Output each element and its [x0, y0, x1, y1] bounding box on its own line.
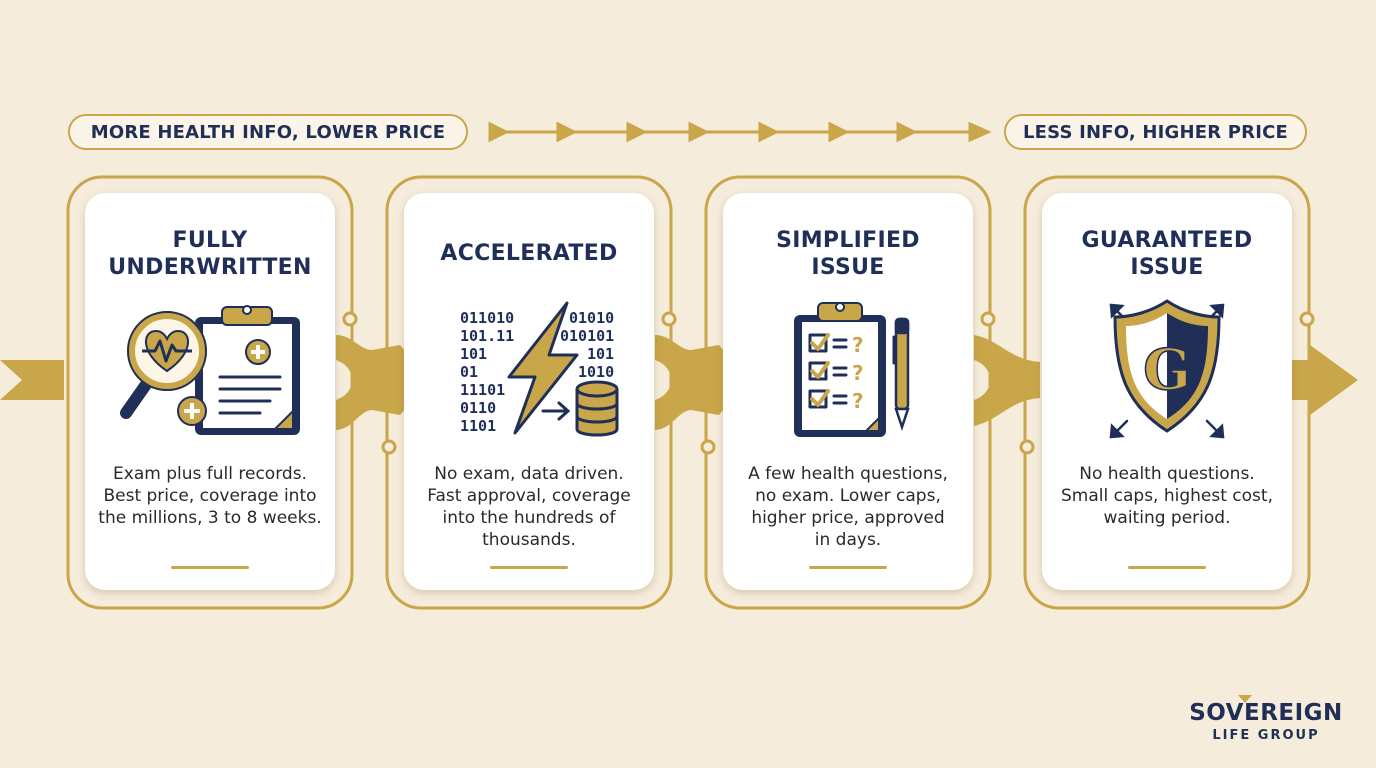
- shield-g-icon: G: [1109, 299, 1225, 439]
- description-line: waiting period.: [1103, 508, 1231, 528]
- magnifier-clipboard-heart-icon: [120, 305, 300, 435]
- binary-right-line: 101: [587, 345, 614, 363]
- binary-left-line: 1101: [460, 417, 496, 435]
- checklist-clipboard-pen-icon: ? ? ?: [794, 302, 910, 437]
- pen: [892, 317, 910, 431]
- expand-arrows: [1109, 303, 1225, 439]
- description-line: into the hundreds of: [442, 508, 616, 528]
- binary-right-line: 010101: [560, 327, 614, 345]
- binary-left-line: 11101: [460, 381, 505, 399]
- less-info-higher-price-label: LESS INFO, HIGHER PRICE: [1004, 114, 1307, 150]
- card-title-line: ACCELERATED: [440, 241, 618, 266]
- card-title-line: ISSUE: [1130, 255, 1204, 280]
- top-arrow-chain: [488, 121, 992, 143]
- brand-logo: SOVEREIGN LIFE GROUP: [1180, 695, 1352, 743]
- card-description: A few health questions, no exam. Lower c…: [733, 463, 963, 551]
- connector-dots: [342, 311, 1315, 455]
- card-divider: [171, 566, 249, 569]
- checklist-rows: [808, 333, 848, 409]
- description-line: the millions, 3 to 8 weeks.: [98, 508, 322, 528]
- card-simplified-issue: SIMPLIFIED ISSUE ?: [723, 193, 973, 590]
- card-title: GUARANTEED ISSUE: [1042, 227, 1292, 281]
- binary-left-line: 011010: [460, 309, 514, 327]
- svg-text:?: ?: [852, 333, 864, 357]
- binary-right-line: 01010: [569, 309, 614, 327]
- description-line: Fast approval, coverage: [427, 486, 631, 506]
- description-line: A few health questions,: [748, 464, 948, 484]
- card-title-line: UNDERWRITTEN: [108, 255, 312, 280]
- description-line: Best price, coverage into: [103, 486, 317, 506]
- description-line: higher price, approved: [751, 508, 945, 528]
- binary-left-line: 01: [460, 363, 478, 381]
- database-stack: [575, 380, 619, 437]
- card-guaranteed-issue: GUARANTEED ISSUE G No health questions. …: [1042, 193, 1292, 590]
- svg-text:?: ?: [852, 389, 864, 413]
- card-title-line: FULLY: [172, 228, 248, 253]
- binary-left-line: 101.11: [460, 327, 514, 345]
- card-accelerated: ACCELERATED 011010 101.11 101 01 11101 0…: [404, 193, 654, 590]
- card-description: No health questions. Small caps, highest…: [1052, 463, 1282, 529]
- description-line: thousands.: [482, 530, 576, 550]
- binary-left-line: 101: [460, 345, 487, 363]
- card-title: FULLY UNDERWRITTEN: [85, 227, 335, 281]
- card-description: No exam, data driven. Fast approval, cov…: [414, 463, 644, 551]
- lightning-data-database-icon: 011010 101.11 101 01 11101 0110 1101 010…: [460, 301, 619, 437]
- brand-tagline: LIFE GROUP: [1212, 728, 1320, 743]
- card-title-line: ISSUE: [811, 255, 885, 280]
- crown-chevron-icon: [1238, 695, 1252, 703]
- card-description: Exam plus full records. Best price, cove…: [95, 463, 325, 529]
- lightning-bolt: [507, 301, 579, 435]
- description-line: Exam plus full records.: [113, 464, 307, 484]
- card-divider: [809, 566, 887, 569]
- card-fully-underwritten: FULLY UNDERWRITTEN: [85, 193, 335, 590]
- description-line: in days.: [814, 530, 882, 550]
- more-info-lower-price-label: MORE HEALTH INFO, LOWER PRICE: [68, 114, 468, 150]
- card-divider: [490, 566, 568, 569]
- shield-letter: G: [1143, 337, 1191, 403]
- card-title: SIMPLIFIED ISSUE: [723, 227, 973, 281]
- description-line: No exam, data driven.: [434, 464, 624, 484]
- card-title-line: GUARANTEED: [1081, 228, 1253, 253]
- question-marks: ? ? ?: [852, 333, 864, 413]
- description-line: no exam. Lower caps,: [755, 486, 941, 506]
- card-title-line: SIMPLIFIED: [776, 228, 920, 253]
- binary-left-line: 0110: [460, 399, 496, 417]
- description-line: No health questions.: [1079, 464, 1255, 484]
- card-divider: [1128, 566, 1206, 569]
- card-title: ACCELERATED: [404, 240, 654, 267]
- svg-text:?: ?: [852, 361, 864, 385]
- description-line: Small caps, highest cost,: [1061, 486, 1273, 506]
- binary-right-line: 1010: [578, 363, 614, 381]
- brand-name: SOVEREIGN: [1189, 700, 1343, 726]
